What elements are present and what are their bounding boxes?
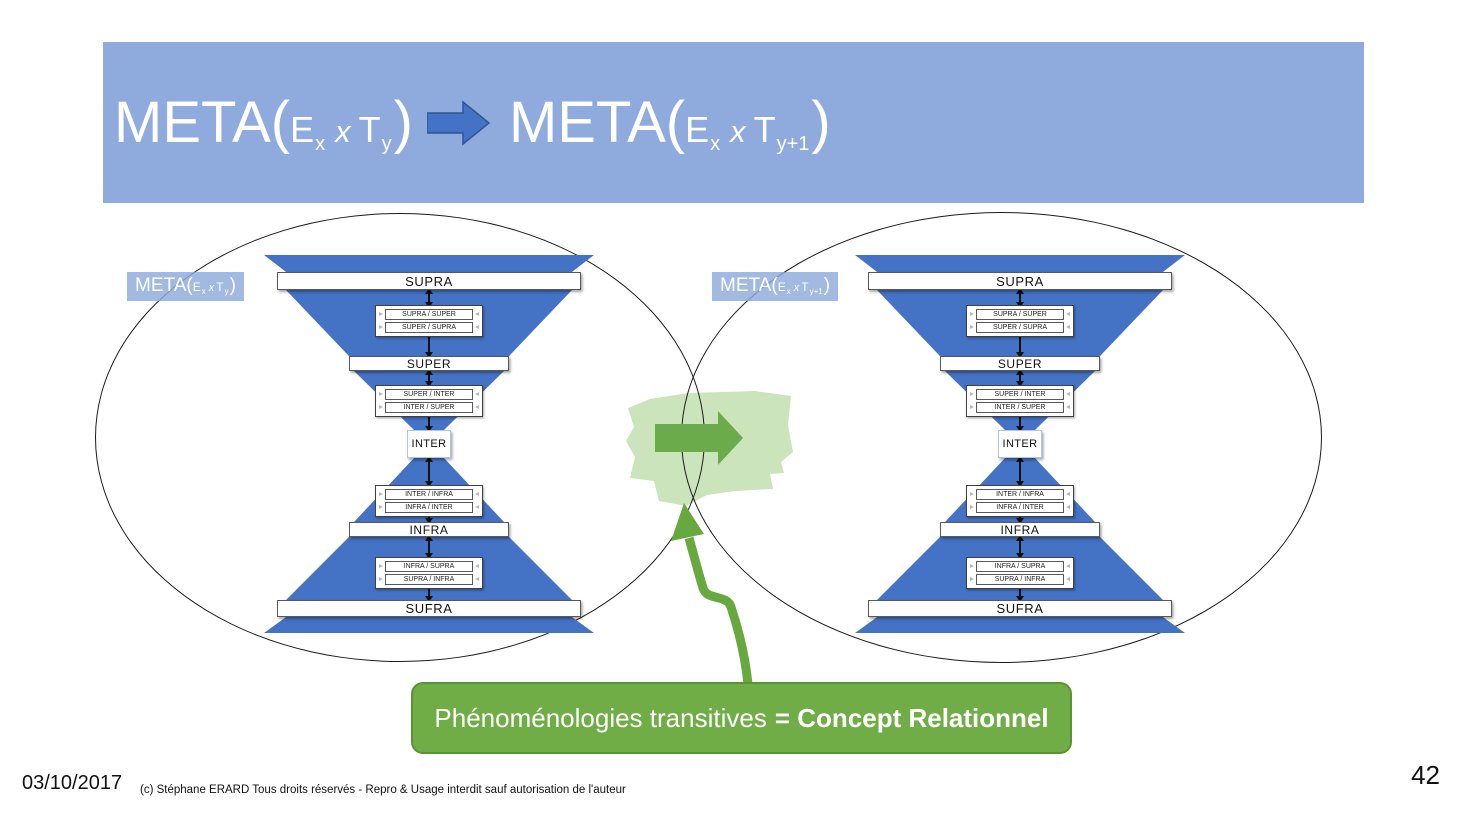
vertical-double-arrow-icon (424, 288, 433, 308)
link-group-super-inter: SUPER / INTER INTER / SUPER (375, 385, 483, 417)
level-box-inter: INTER (407, 430, 451, 458)
link-label: SUPRA / INFRA (970, 574, 1070, 585)
level-bar-supra: SUPRA (277, 272, 581, 290)
level-box-inter: INTER (998, 430, 1042, 458)
link-label: SUPRA / INFRA (379, 574, 479, 585)
link-label: SUPER / SUPRA (379, 322, 479, 333)
level-bar-super: SUPER (349, 356, 509, 371)
link-label: INTER / SUPER (379, 402, 479, 413)
level-bar-supra: SUPRA (868, 272, 1172, 290)
vertical-double-arrow-icon (1015, 369, 1024, 387)
vertical-double-arrow-icon (1015, 456, 1024, 487)
callout-text-bold: = Concept Relationnel (774, 702, 1049, 733)
link-group-supra-super: SUPRA / SUPER SUPER / SUPRA (375, 305, 483, 337)
link-label: SUPER / INTER (970, 389, 1070, 400)
link-group-infra-supra: INFRA / SUPRA SUPRA / INFRA (375, 557, 483, 589)
vertical-double-arrow-icon (1015, 330, 1024, 358)
footer-copyright: (c) Stéphane ERARD Tous droits réservés … (140, 784, 626, 796)
funnel-bottom-strip (264, 617, 594, 633)
link-label: INTER / INFRA (379, 489, 479, 500)
funnel-top-strip (855, 255, 1185, 272)
vertical-double-arrow-icon (424, 330, 433, 358)
link-group-inter-infra: INTER / INFRA INFRA / INTER (375, 485, 483, 517)
link-label: INFRA / INTER (379, 502, 479, 513)
page-number: 42 (1411, 760, 1440, 790)
link-label: INTER / SUPER (970, 402, 1070, 413)
funnel-top-strip (264, 255, 594, 272)
funnel-diagram-right: SUPRA SUPRA / SUPER SUPER / SUPRA SUPER … (855, 255, 1185, 633)
link-label: INFRA / INTER (970, 502, 1070, 513)
link-group-supra-super: SUPRA / SUPER SUPER / SUPRA (966, 305, 1074, 337)
link-label: SUPER / INTER (379, 389, 479, 400)
link-group-inter-infra: INTER / INFRA INFRA / INTER (966, 485, 1074, 517)
vertical-double-arrow-icon (424, 535, 433, 559)
level-bar-super: SUPER (940, 356, 1100, 371)
level-bar-sufra: SUFRA (277, 600, 581, 617)
vertical-double-arrow-icon (1015, 288, 1024, 308)
callout-text: Phénoménologies transitives (434, 702, 767, 733)
funnel-diagram-left: SUPRA SUPRA / SUPER SUPER / SUPRA SUPER … (264, 255, 594, 633)
link-label: SUPRA / SUPER (970, 309, 1070, 320)
level-bar-sufra: SUFRA (868, 600, 1172, 617)
header-band (103, 42, 1364, 203)
callout-box: Phénoménologies transitives = Concept Re… (411, 682, 1072, 754)
link-label: SUPRA / SUPER (379, 309, 479, 320)
link-group-infra-supra: INFRA / SUPRA SUPRA / INFRA (966, 557, 1074, 589)
footer-date: 03/10/2017 (22, 772, 123, 794)
level-bar-infra: INFRA (940, 522, 1100, 537)
level-bar-infra: INFRA (349, 522, 509, 537)
link-label: INFRA / SUPRA (970, 561, 1070, 572)
right-block-arrow-icon (426, 99, 491, 146)
vertical-double-arrow-icon (1015, 535, 1024, 559)
link-label: INFRA / SUPRA (379, 561, 479, 572)
link-label: SUPER / SUPRA (970, 322, 1070, 333)
funnel-bottom-strip (855, 617, 1185, 633)
link-group-super-inter: SUPER / INTER INTER / SUPER (966, 385, 1074, 417)
vertical-double-arrow-icon (424, 456, 433, 487)
link-label: INTER / INFRA (970, 489, 1070, 500)
vertical-double-arrow-icon (424, 369, 433, 387)
